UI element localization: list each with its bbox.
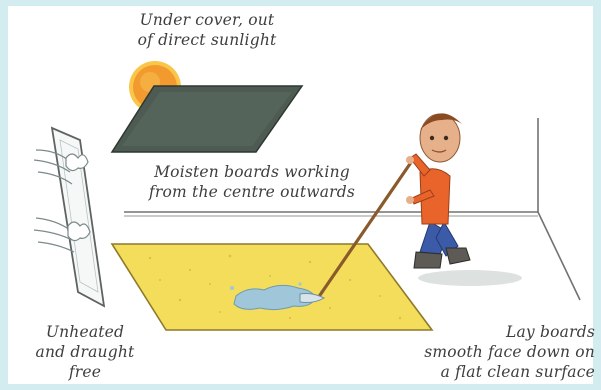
caption-unheated: Unheated and draught free xyxy=(10,322,160,382)
caption-under-cover: Under cover, out of direct sunlight xyxy=(112,10,302,50)
caption-moisten-boards: Moisten boards working from the centre o… xyxy=(132,162,372,202)
worker-figure xyxy=(406,113,522,286)
caption-lay-boards: Lay boards smooth face down on a flat cl… xyxy=(395,322,595,382)
